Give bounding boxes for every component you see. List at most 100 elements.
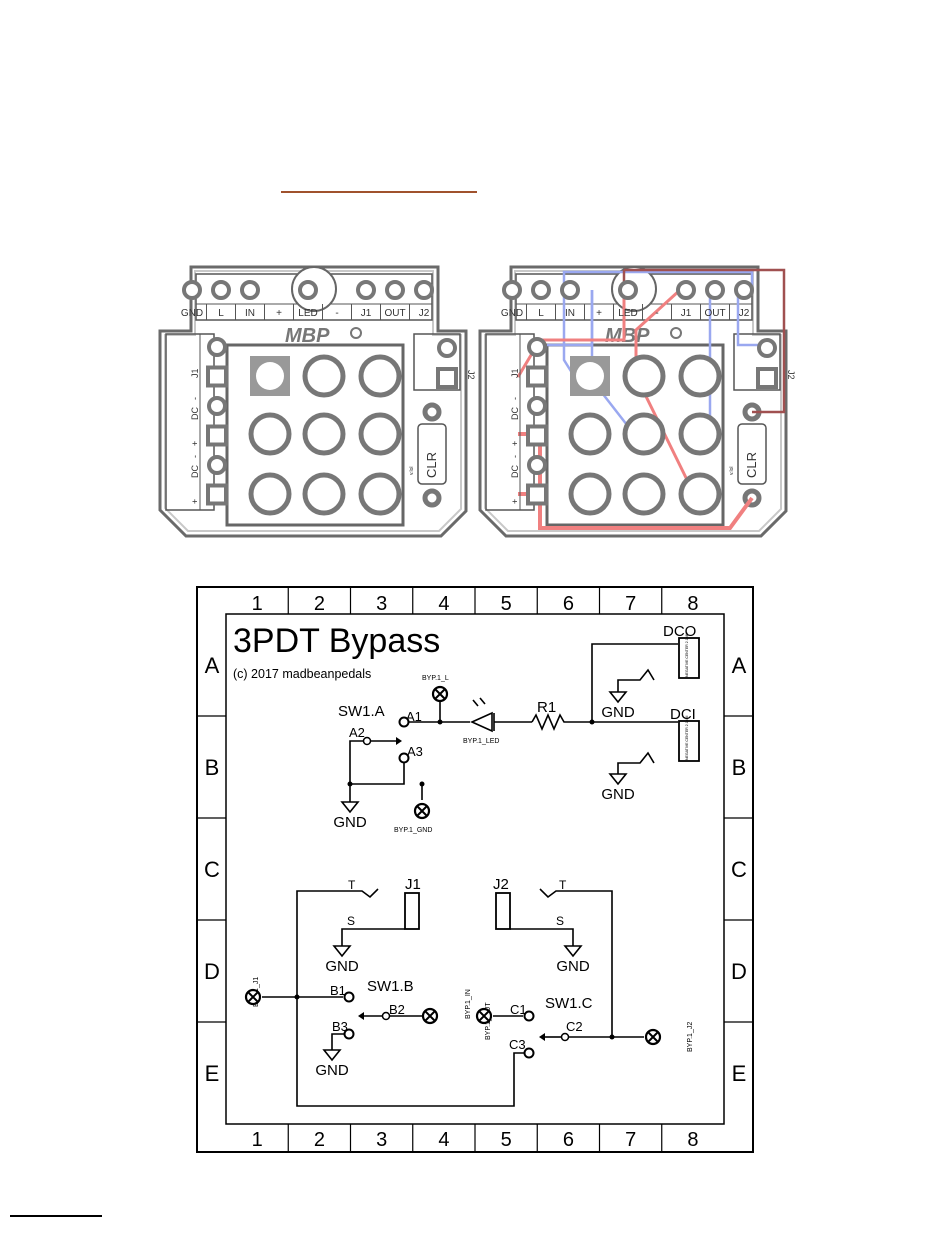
pcb-left-pad-label: + — [510, 499, 520, 504]
r1-label: R1 — [537, 699, 556, 716]
pcb-top-pad-label: L — [538, 308, 544, 319]
dci-label: DCI — [670, 706, 696, 723]
footswitch-lug — [302, 472, 346, 516]
footswitch-lug — [248, 472, 292, 516]
pcb-right-pad — [757, 338, 777, 358]
gnd-label: GND — [325, 958, 359, 975]
pcb-right-pad-label: J2 — [786, 370, 796, 380]
pcb-left-pad — [526, 483, 548, 506]
pcb-left-pad-label: DC — [190, 465, 200, 478]
dci-jack-text: NEGATIVE CENTER 2.1MM — [685, 715, 689, 760]
grid-col-label-bottom: 3 — [376, 1129, 387, 1151]
byp-j2-label: BYP.1_J2 — [687, 1022, 694, 1052]
pcb-left-pad-label: DC — [510, 465, 520, 478]
footswitch-lug — [622, 412, 666, 456]
pcb-left-pad — [207, 396, 227, 416]
pcb-left-pad — [527, 396, 547, 416]
pcb-top-pad-label: J2 — [419, 308, 430, 319]
clr-label-right: CLR — [744, 452, 759, 478]
grid-row-label-left: D — [204, 959, 220, 984]
footswitch-lug — [678, 412, 722, 456]
gnd-label: GND — [333, 814, 367, 831]
footswitch-lug — [358, 412, 402, 456]
bypass-pad-marker — [244, 988, 262, 1006]
grid-col-label-bottom: 4 — [438, 1129, 449, 1151]
sw1b-sw1c-section: BYP.1_J1 B1 SW1.B B2 B3 BYP.1_IN BYP.1_O… — [253, 977, 694, 1107]
gnd-label: GND — [601, 786, 635, 803]
pcb-left-pad — [206, 424, 228, 447]
pcb-right-pad — [756, 367, 778, 389]
pcb-right-pad — [436, 367, 458, 389]
footswitch-lug — [302, 354, 346, 398]
b1-label: B1 — [330, 983, 346, 998]
pcb-top-pad-label: + — [596, 308, 602, 319]
pcb-left-pad — [206, 483, 228, 506]
grid-col-label-bottom: 2 — [314, 1129, 325, 1151]
footswitch-lug — [622, 472, 666, 516]
a2-label: A2 — [349, 725, 365, 740]
pcb-left-pad-label: - — [510, 455, 520, 458]
gnd-label: GND — [556, 958, 590, 975]
grid-row-label-right: D — [731, 959, 747, 984]
grid-row-label-left: A — [205, 653, 220, 678]
pcb-top-pad-label: J1 — [681, 308, 692, 319]
grid-col-label-top: 6 — [563, 593, 574, 615]
gnd-symbol — [340, 801, 360, 814]
footswitch-lug-hole — [576, 362, 604, 390]
grid-row-label-right: B — [732, 755, 747, 780]
grid-col-label-top: 2 — [314, 593, 325, 615]
grid-col-label-top: 7 — [625, 593, 636, 615]
schematic-title: 3PDT Bypass — [233, 622, 440, 660]
a1-label: A1 — [406, 709, 422, 724]
grid-row-label-left: C — [204, 857, 220, 882]
pcb-left-pad-label: - — [510, 397, 520, 400]
header-accent-rule — [281, 191, 477, 193]
gnd-label: GND — [601, 704, 635, 721]
gnd-symbol — [332, 945, 352, 958]
pcb-left-pad — [206, 365, 228, 388]
b2-label: B2 — [389, 1002, 405, 1017]
footswitch-lug — [568, 472, 612, 516]
j1-label: J1 — [405, 876, 421, 893]
pcb-top-pad — [734, 280, 754, 300]
pcb-left-pad-label: J1 — [510, 368, 520, 378]
footer-rule — [10, 1215, 102, 1217]
bypass-pad-marker — [644, 1028, 662, 1046]
footswitch-lug — [678, 354, 722, 398]
footswitch-lug — [622, 354, 666, 398]
pcb-top-pad-label: - — [335, 308, 338, 319]
gnd-symbol — [608, 773, 628, 786]
pcb-top-pad — [240, 280, 260, 300]
c2-label: C2 — [566, 1019, 583, 1034]
bypass-pad-marker — [431, 685, 449, 703]
sw1a-label: SW1.A — [338, 703, 385, 720]
bypass-pad-marker — [475, 1007, 493, 1025]
pcb-top-pad-label: GND — [501, 308, 523, 319]
footswitch-lug — [568, 412, 612, 456]
pcb-left-pad-label: + — [190, 499, 200, 504]
j2-s-label: S — [556, 914, 564, 928]
sw1b-label: SW1.B — [367, 978, 414, 995]
gnd-label: GND — [315, 1062, 349, 1079]
pcb-left-pad-label: DC — [510, 407, 520, 420]
pcb-top-pad — [618, 280, 638, 300]
gnd-symbol — [608, 691, 628, 704]
a3-label: A3 — [407, 744, 423, 759]
pcb-left-pad — [526, 424, 548, 447]
pcb-top-pad — [414, 280, 434, 300]
pcb-top-pad-label: GND — [181, 308, 203, 319]
footswitch-lug — [358, 472, 402, 516]
grid-row-label-right: C — [731, 857, 747, 882]
grid-col-label-top: 4 — [438, 593, 449, 615]
grid-row-label-right: E — [732, 1061, 747, 1086]
gnd-symbol — [563, 945, 583, 958]
pcb-top-pad — [676, 280, 696, 300]
pcb-top-pad-label: IN — [245, 308, 255, 319]
pcb-top-pad-label: L — [218, 308, 224, 319]
pcb-left-pad-label: DC — [190, 407, 200, 420]
grid-row-label-left: E — [205, 1061, 220, 1086]
pcb-top-pad — [182, 280, 202, 300]
gnd-symbol — [322, 1049, 342, 1062]
